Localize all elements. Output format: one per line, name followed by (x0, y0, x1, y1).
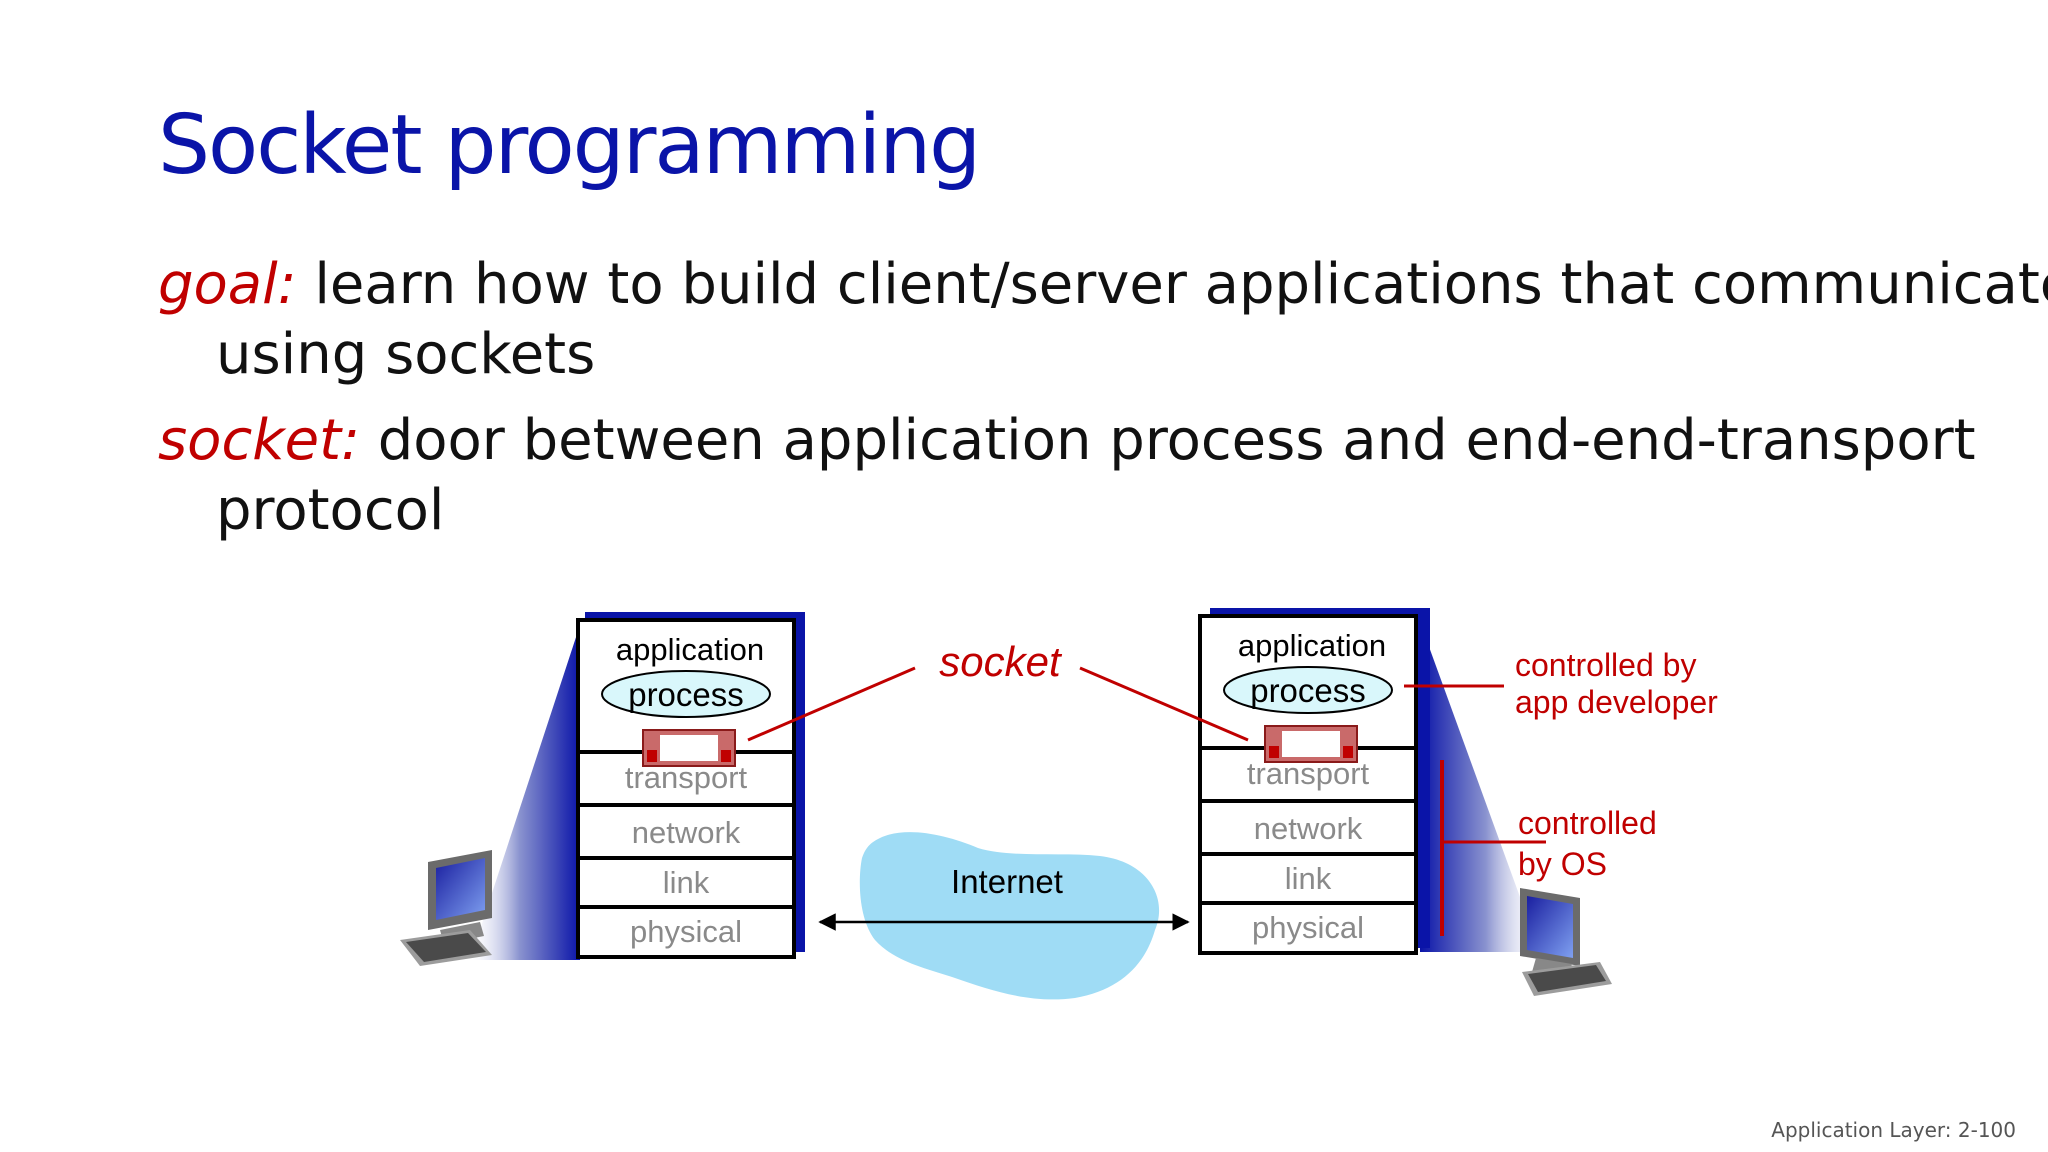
right-layer-physical: physical (1252, 910, 1364, 945)
right-host: application process transport network li… (1198, 608, 1612, 996)
app-developer-label: controlled by app developer (1515, 647, 1718, 720)
goal-term: goal: (158, 252, 297, 317)
socket-text: door between application process and end… (216, 408, 1976, 543)
right-socket-icon (1264, 725, 1358, 763)
left-layer-link: link (663, 865, 710, 900)
right-layer-network: network (1254, 811, 1363, 846)
os-label-line1: controlled (1518, 805, 1657, 841)
app-developer-label-line1: controlled by (1515, 647, 1696, 683)
left-layer-network-box (576, 803, 796, 860)
socket-pointer-right (1079, 666, 1249, 742)
right-process-oval (1223, 666, 1393, 714)
right-layer-link: link (1285, 861, 1332, 896)
internet-label: Internet (951, 863, 1063, 900)
left-process-label: process (628, 676, 744, 713)
socket-term: socket: (158, 408, 360, 473)
left-beam (470, 625, 580, 960)
socket-pointer-left (747, 666, 916, 742)
left-layer-physical-box (576, 905, 796, 959)
slide-footer: Application Layer: 2-100 (1771, 1118, 2016, 1142)
app-developer-label-line2: app developer (1515, 684, 1718, 720)
socket-label: socket (939, 638, 1063, 685)
left-application-label: application (616, 632, 764, 667)
right-application-label: application (1238, 628, 1386, 663)
right-process-label: process (1250, 672, 1366, 709)
left-process-oval (601, 670, 771, 718)
socket-bullet: socket: door between application process… (158, 406, 2048, 546)
left-computer-icon (400, 850, 492, 966)
os-label: controlled by OS (1518, 805, 1666, 882)
right-layer-link-box (1198, 852, 1418, 905)
left-layer-link-box (576, 856, 796, 909)
right-layer-network-box (1198, 799, 1418, 856)
internet-cloud (859, 832, 1160, 1000)
left-host: application process transport network li… (400, 612, 805, 966)
left-socket-icon (642, 729, 736, 767)
left-layer-physical: physical (630, 914, 742, 949)
os-label-line2: by OS (1518, 846, 1607, 882)
right-beam (1420, 622, 1540, 952)
right-layer-physical-box (1198, 901, 1418, 955)
left-layer-network: network (632, 815, 741, 850)
right-computer-icon (1520, 888, 1612, 996)
slide-title: Socket programming (158, 98, 981, 193)
goal-bullet: goal: learn how to build client/server a… (158, 250, 2048, 390)
goal-text: learn how to build client/server applica… (216, 252, 2048, 387)
